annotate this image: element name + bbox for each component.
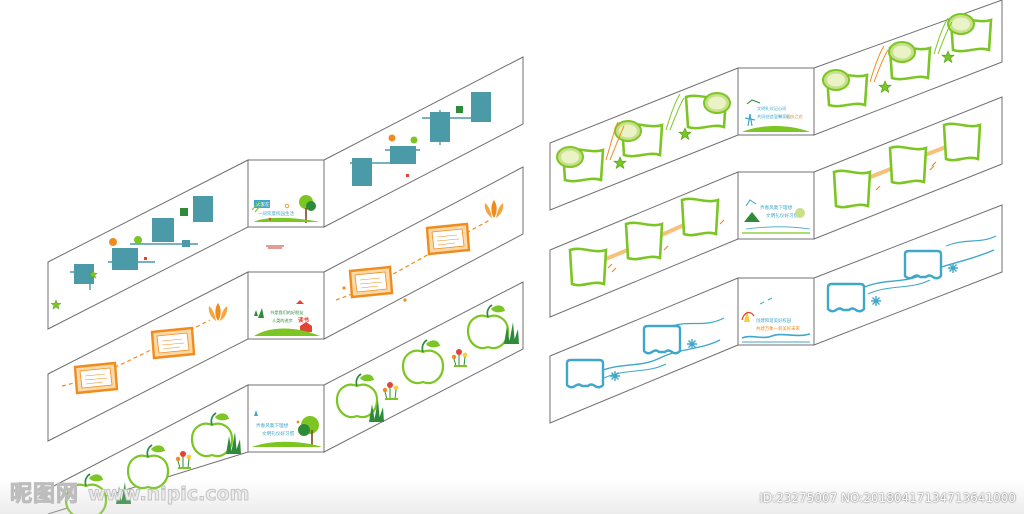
right-bottom-panel-line1: 创建和谐美好校园	[756, 317, 792, 324]
green-frames-row-right-top-left	[556, 92, 731, 183]
teal-squares-group-right	[350, 92, 491, 186]
left-top-panel-line1: 大家在一起	[256, 201, 279, 208]
left-bottom-center-panel: 弄春风栽下理想 文明礼仪好习惯	[252, 410, 322, 447]
orange-frames-row-left	[50, 269, 228, 395]
green-ribbon-row-right-mid-right	[832, 122, 982, 209]
watermark-site: www.nipic.com	[87, 483, 250, 506]
left-middle-panel-line1: 书是我们的好朋友	[270, 309, 304, 316]
right-bottom-panel-line2: 共建万象一新美好未来	[756, 325, 801, 332]
blue-frames-row-right-bottom-left	[565, 317, 725, 389]
right-middle-panel-line2: 文明礼仪好习惯	[766, 212, 799, 219]
watermark-footer	[0, 480, 1024, 514]
left-middle-panel-emphasis: 读书	[298, 316, 310, 324]
blue-frames-row-right-bottom-right	[826, 235, 997, 313]
left-middle-center-panel: 书是我们的好朋友 人类的进步 读书	[254, 300, 320, 336]
left-top-center-panel: 大家在一起 一同欢度校园生活	[251, 195, 320, 223]
green-frames-row-right-top-right	[822, 13, 993, 108]
right-top-panel-line3: 礼仪之花	[786, 113, 803, 120]
red-divider-mark	[266, 245, 284, 249]
right-middle-panel-line1: 弄春风栽下理想	[760, 204, 793, 211]
left-bottom-panel-line2: 文明礼仪好习惯	[262, 430, 295, 437]
watermark-brand: 昵图网	[9, 481, 80, 508]
right-top-panel-line2: 共同创造温馨家园	[757, 113, 791, 120]
left-top-panel-line2: 一同欢度校园生活	[258, 210, 294, 217]
right-top-center-panel: 文明礼仪记心间 共同创造温馨家园 礼仪之花	[742, 99, 810, 132]
left-middle-panel-line2: 人类的进步	[272, 317, 293, 324]
left-bottom-panel-line1: 弄春风栽下理想	[256, 422, 289, 429]
right-top-panel-line1: 文明礼仪记心间	[757, 105, 786, 112]
teal-squares-group-left	[70, 196, 213, 290]
green-ribbon-row-right-mid-left	[568, 197, 725, 287]
right-wall	[549, 0, 1003, 424]
left-wall	[47, 56, 524, 514]
right-bottom-center-panel: 创建和谐美好校园 共建万象一新美好未来	[741, 297, 811, 343]
apple-row-right	[335, 303, 519, 422]
watermark-id: ID:23275007 NO:20180417134713641000	[759, 491, 1016, 505]
orange-frames-row-right	[335, 200, 504, 302]
right-middle-center-panel: 弄春风栽下理想 文明礼仪好习惯	[742, 199, 811, 234]
